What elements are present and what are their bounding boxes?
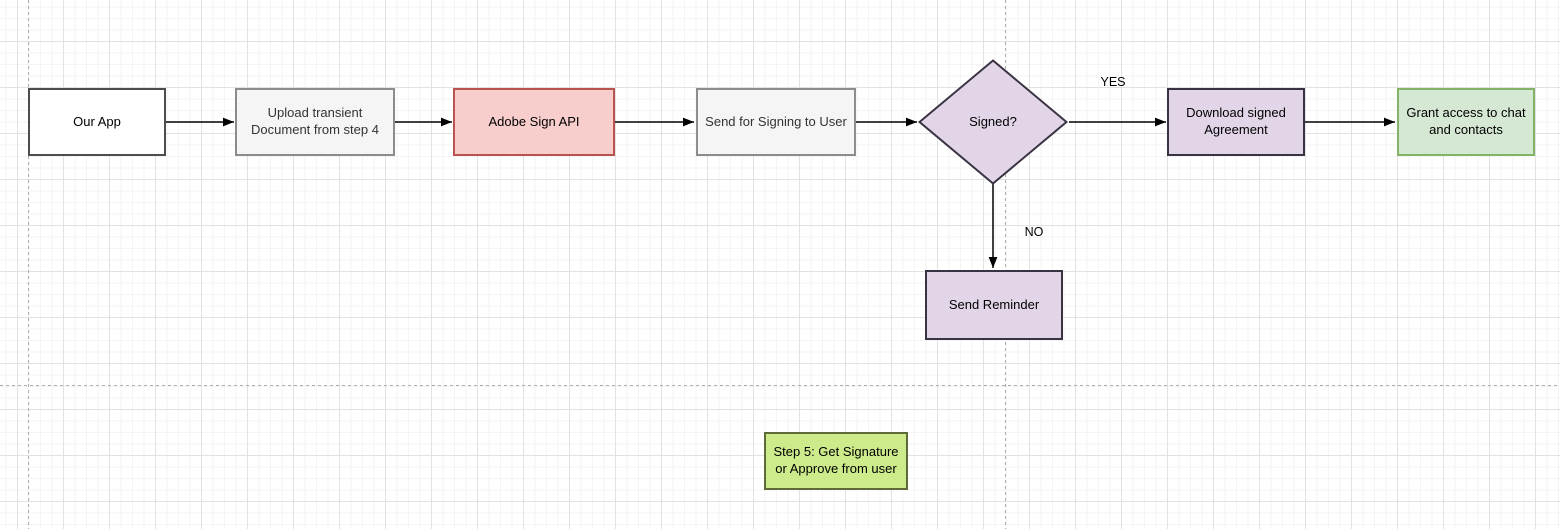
node-label: Grant access to chat and contacts xyxy=(1406,105,1526,137)
node-label: Adobe Sign API xyxy=(488,113,580,129)
node-step5-note[interactable]: Step 5: Get Signature or Approve from us… xyxy=(764,432,908,490)
node-adobe-sign-api[interactable]: Adobe Sign API xyxy=(453,88,615,156)
edge-label-no[interactable]: NO xyxy=(1025,225,1044,239)
node-label: Our App xyxy=(73,113,121,129)
diamond-shape xyxy=(918,59,1068,185)
page-guide-vertical-left xyxy=(28,0,29,529)
node-signed-decision[interactable]: Signed? xyxy=(918,59,1068,185)
node-upload-transient-document[interactable]: Upload transient Document from step 4 xyxy=(235,88,395,156)
node-download-signed-agreement[interactable]: Download signed Agreement xyxy=(1167,88,1305,156)
node-label: Signed? xyxy=(969,113,1017,129)
node-label: Send Reminder xyxy=(948,296,1040,312)
edge-label-yes[interactable]: YES xyxy=(1100,75,1125,89)
node-grant-access[interactable]: Grant access to chat and contacts xyxy=(1397,88,1535,156)
node-label: Download signed Agreement xyxy=(1186,105,1286,137)
node-our-app[interactable]: Our App xyxy=(28,88,166,156)
node-send-for-signing[interactable]: Send for Signing to User xyxy=(696,88,856,156)
node-label: Send for Signing to User xyxy=(705,113,847,129)
node-send-reminder[interactable]: Send Reminder xyxy=(925,270,1063,340)
page-guide-vertical-right xyxy=(1005,0,1006,529)
page-guide-horizontal xyxy=(0,385,1560,386)
node-label: Step 5: Get Signature or Approve from us… xyxy=(773,444,899,476)
node-label: Upload transient Document from step 4 xyxy=(251,105,379,137)
